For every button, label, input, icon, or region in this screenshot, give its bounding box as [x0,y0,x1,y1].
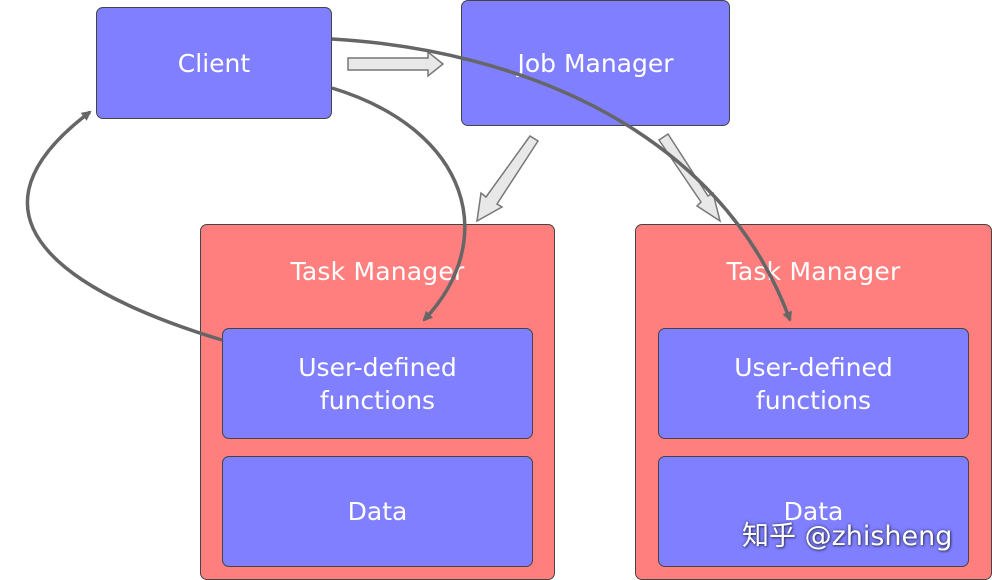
hollow-arrow-jobmanager-to-left [476,134,540,223]
udf-box-left: User-defined functions [222,328,533,439]
data-box-left-label: Data [347,497,408,526]
job-manager-label: Job Manager [517,48,674,78]
curve-arrow-client-to-left-udf [331,86,467,322]
curve-arrow-left-udf-to-client [25,110,223,342]
task-manager-right: Task Manager User-defined functions Data [635,224,992,580]
task-manager-left: Task Manager User-defined functions Data [200,224,555,580]
hollow-arrow-jobmanager-to-right [657,132,722,223]
data-box-right-label: Data [783,497,844,526]
client-label: Client [177,48,251,78]
data-box-right: Data [658,456,969,567]
udf-box-left-label: User-defined functions [298,352,457,415]
udf-box-right: User-defined functions [658,328,969,439]
client-box: Client [96,7,332,119]
hollow-arrow-client-to-jobmanager [347,50,445,78]
udf-box-right-label: User-defined functions [734,352,893,415]
task-manager-right-title: Task Manager [726,257,901,286]
watermark-text: 知乎 @zhisheng [742,521,953,552]
data-box-left: Data [222,456,533,567]
task-manager-left-title: Task Manager [290,257,465,286]
job-manager-box: Job Manager [461,0,730,126]
curve-arrow-client-to-right-udf [331,37,792,322]
